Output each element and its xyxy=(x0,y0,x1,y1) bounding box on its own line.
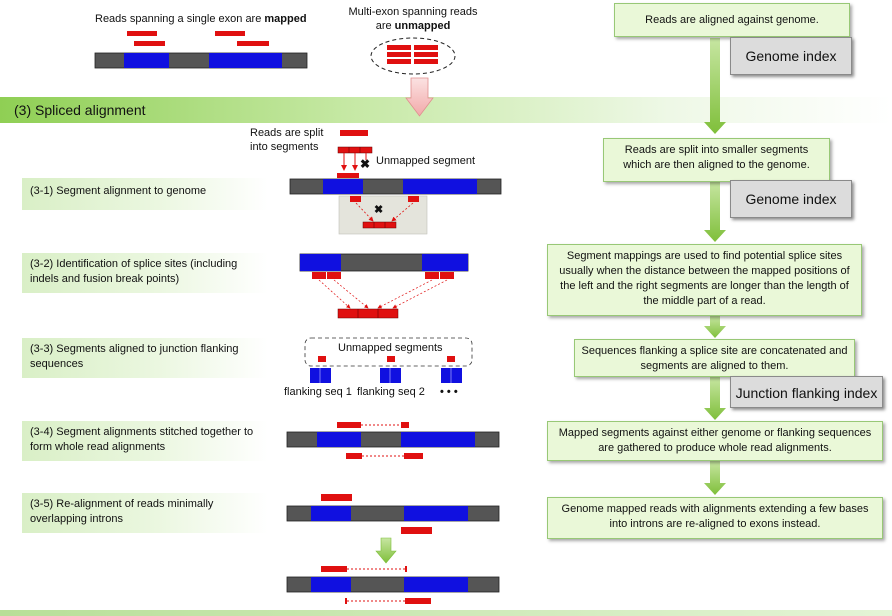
x-mark-unmapped: ✖ xyxy=(360,157,370,171)
step-3-1: (3-1) Segment alignment to genome xyxy=(22,178,268,210)
unmapped-reads-cluster xyxy=(370,37,456,75)
section-banner xyxy=(0,97,892,123)
svg-text:✖: ✖ xyxy=(374,204,383,216)
top-genome-track xyxy=(94,52,308,69)
pink-down-arrow xyxy=(405,77,434,117)
single-exon-caption: Reads spanning a single exon are mapped xyxy=(95,13,307,25)
genome-track-3-2 xyxy=(299,253,469,319)
flow-arrows xyxy=(704,38,726,495)
unmapped-segment-label: Unmapped segment xyxy=(376,155,476,167)
step-3-2: (3-2) Identification of splice sites (in… xyxy=(22,253,268,293)
bottom-divider xyxy=(0,610,892,616)
ellipsis-label: • • • xyxy=(440,386,458,398)
genome-track-3-1 xyxy=(289,173,502,195)
genome-index-box-2: Genome index xyxy=(730,180,852,218)
note-aligned-genome: Reads are aligned against genome. xyxy=(614,3,850,37)
genome-index-box-1: Genome index xyxy=(730,37,852,75)
realign-down-arrow xyxy=(375,537,397,564)
realignment-after xyxy=(286,566,500,604)
split-read xyxy=(337,130,373,171)
mapped-reads xyxy=(127,31,269,46)
segment-zoom-inset: ✖ xyxy=(338,195,428,235)
multi-exon-caption: Multi-exon spanning reads are unmapped xyxy=(348,6,478,32)
flanking-seqs xyxy=(310,368,462,383)
step-3-5: (3-5) Re-alignment of reads minimally ov… xyxy=(22,493,268,533)
step-3-3: (3-3) Segments aligned to junction flank… xyxy=(22,338,268,378)
step-3-4: (3-4) Segment alignments stitched togeth… xyxy=(22,421,268,461)
junction-flanking-index-box: Junction flanking index xyxy=(730,376,883,408)
stitched-alignment xyxy=(286,422,500,459)
reads-split-label: Reads are split into segments xyxy=(250,127,324,153)
unmapped-segments-label: Unmapped segments xyxy=(338,342,443,354)
note-splice-sites: Segment mappings are used to find potent… xyxy=(547,244,862,316)
note-split-segments: Reads are split into smaller segments wh… xyxy=(603,138,830,182)
section-title: (3) Spliced alignment xyxy=(14,102,146,118)
realignment-before xyxy=(286,494,500,534)
flanking-seq-2-label: flanking seq 2 xyxy=(357,386,425,398)
unmapped-segments-group xyxy=(304,337,473,367)
note-realigned-introns: Genome mapped reads with alignments exte… xyxy=(547,497,883,539)
flanking-seq-1-label: flanking seq 1 xyxy=(284,386,352,398)
note-gathered-reads: Mapped segments against either genome or… xyxy=(547,421,883,461)
note-flanking-concat: Sequences flanking a splice site are con… xyxy=(574,339,855,377)
